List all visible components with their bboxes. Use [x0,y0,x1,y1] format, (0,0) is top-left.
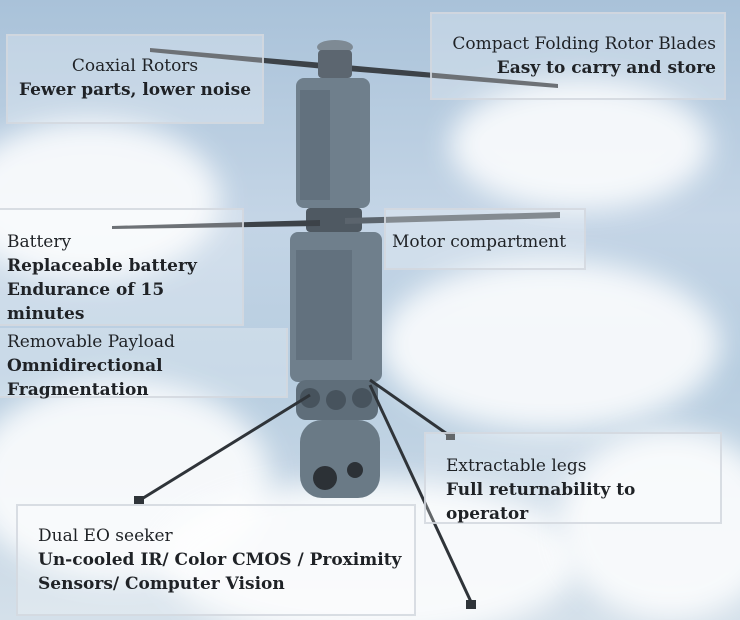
callout-detail: Endurance of 15 minutes [7,280,165,324]
upper-rotor-blade [150,48,335,70]
lower-rotor-blade [112,220,320,229]
seeker-turret [300,420,380,498]
cloud [560,430,740,620]
callout-detail: Omnidirectional Fragmentation [7,356,163,400]
cloud [160,480,580,620]
callout-detail: Easy to carry and store [496,58,716,78]
callout-title: Compact Folding Rotor Blades [452,34,716,54]
callout-coaxial-rotors: Coaxial Rotors Fewer parts, lower noise [6,34,264,124]
rotor-hub [318,50,352,78]
leg [369,378,451,438]
callout-detail: Full returnability to operator [446,480,636,524]
callout-rotor-blades: Compact Folding Rotor Blades Easy to car… [430,12,726,100]
cloud [380,260,720,430]
callout-extractable-legs: Extractable legs Full returnability to o… [424,432,722,524]
cloud [450,80,710,210]
lower-rotor-blade [345,212,560,224]
callout-motor-compartment: Motor compartment [384,208,586,270]
callout-title: Motor compartment [392,232,567,252]
callout-detail: Un-cooled IR/ Color CMOS / Proximity [38,550,402,570]
upper-rotor-blade [335,64,558,88]
cloud [0,120,220,280]
callout-detail: Sensors/ Computer Vision [38,574,285,594]
callout-detail: Fewer parts, lower noise [18,80,252,100]
leg [139,393,311,502]
leg [368,384,474,605]
callout-title: Battery [7,232,72,252]
callout-title: Coaxial Rotors [71,56,199,76]
seeker-lens [313,466,337,490]
seeker-lens [347,462,363,478]
callout-removable-payload: Removable Payload Omnidirectional Fragme… [0,328,288,400]
callout-title: Extractable legs [446,456,587,476]
callout-title: Dual EO seeker [38,526,173,546]
callout-title: Removable Payload [7,332,175,352]
callout-battery: Battery Replaceable battery Endurance of… [0,208,244,326]
callout-detail: Replaceable battery [7,256,197,276]
callout-dual-eo-seeker: Dual EO seeker Un-cooled IR/ Color CMOS … [16,504,416,616]
